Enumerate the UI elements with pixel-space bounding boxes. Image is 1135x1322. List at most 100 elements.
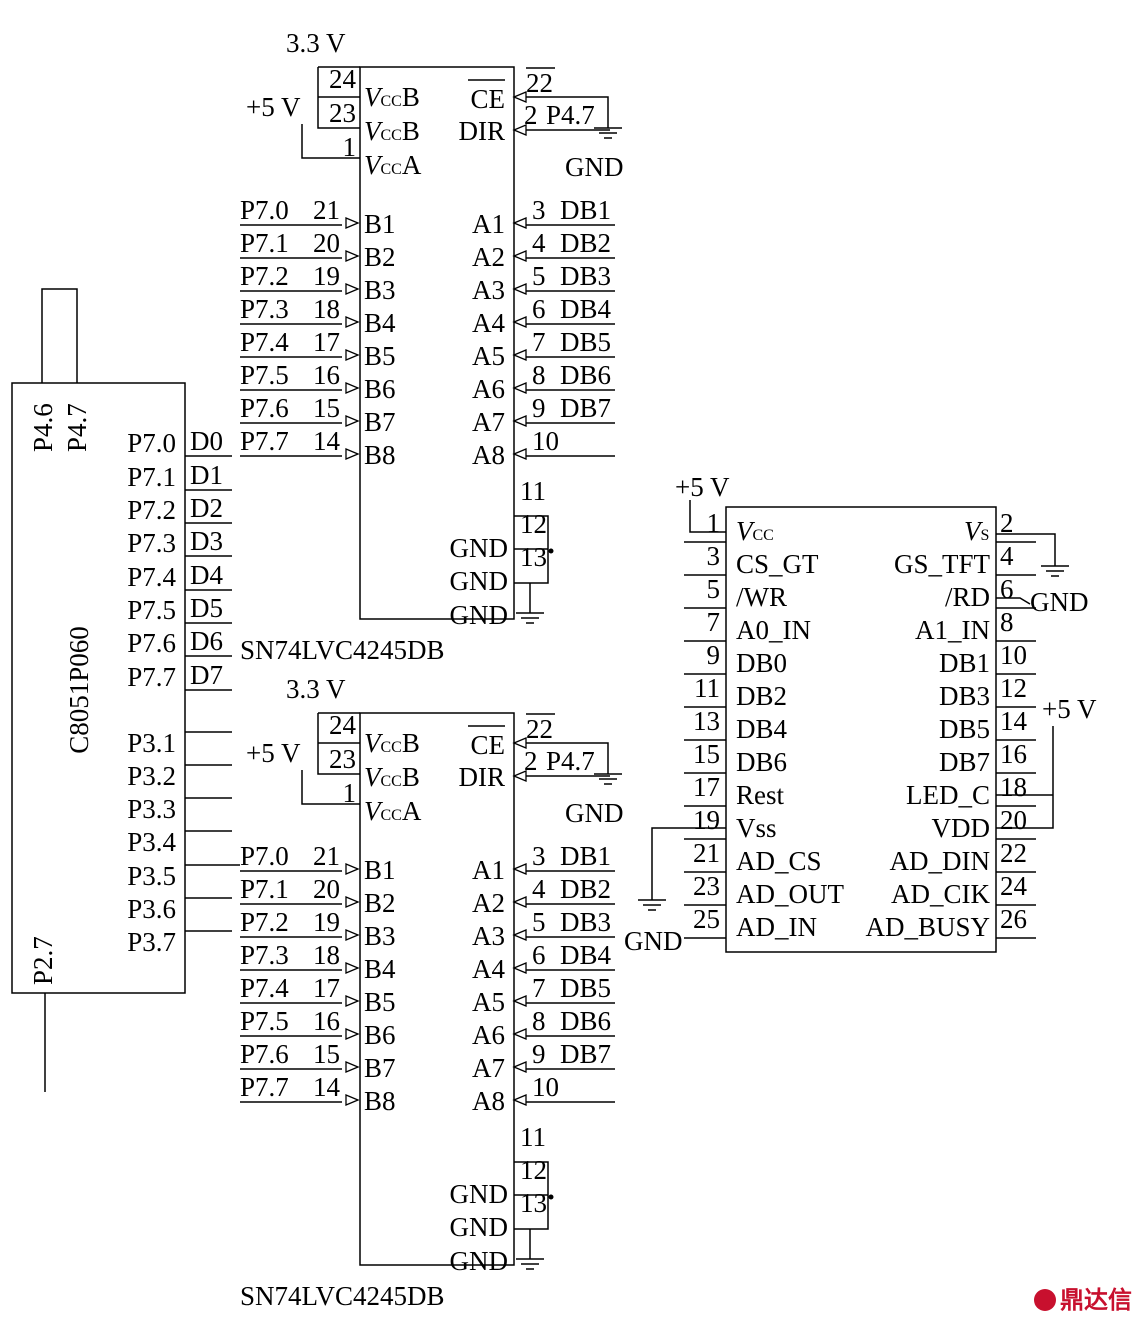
b-pin-label: B2 bbox=[364, 888, 396, 918]
b-pin-label: B6 bbox=[364, 1020, 396, 1050]
lcd-pin-number: 1 bbox=[707, 508, 721, 538]
a-pin-label: A5 bbox=[472, 987, 505, 1017]
p4-loop-wire bbox=[41, 288, 78, 383]
a-pin-label: A6 bbox=[472, 374, 505, 404]
lcd-pin-label: CS_GT bbox=[736, 549, 819, 579]
b-pin-arrow bbox=[345, 1094, 360, 1106]
wire bbox=[996, 726, 1054, 829]
mcu-pin-p2-7: P2.7 bbox=[28, 936, 58, 985]
b-pin-number: 20 bbox=[313, 874, 340, 904]
a-pin-label: A6 bbox=[472, 1020, 505, 1050]
gnd-pin-number: 13 bbox=[520, 542, 547, 572]
vcca-wire bbox=[301, 770, 360, 805]
a-pin-arrow bbox=[512, 250, 527, 262]
a-net-label: DB1 bbox=[560, 841, 611, 871]
lcd-pin-number: 25 bbox=[693, 904, 720, 934]
b-pin-arrow bbox=[345, 863, 360, 875]
ground-symbol bbox=[516, 1258, 544, 1270]
a-pin-arrow bbox=[512, 929, 527, 941]
a-pin-arrow bbox=[512, 995, 527, 1007]
b-pin-label: B2 bbox=[364, 242, 396, 272]
b-pin-arrow bbox=[345, 929, 360, 941]
a-pin-label: A1 bbox=[472, 855, 505, 885]
b-net-label: P7.4 bbox=[240, 973, 289, 1003]
vcc-pin-label: VCCB bbox=[364, 728, 420, 758]
a-pin-number: 6 bbox=[532, 940, 546, 970]
b-pin-number: 16 bbox=[313, 360, 340, 390]
gnd-pin-label: GND bbox=[450, 533, 509, 563]
dir-net-label: P4.7 bbox=[546, 100, 595, 130]
lcd-pin-number: 23 bbox=[693, 871, 720, 901]
ground-symbol bbox=[638, 899, 666, 911]
lcd-pin-number: 7 bbox=[707, 607, 721, 637]
wire bbox=[996, 533, 1056, 566]
b-pin-arrow bbox=[345, 962, 360, 974]
watermark-logo: 鼎达信 bbox=[1034, 1286, 1132, 1314]
b-pin-number: 19 bbox=[313, 907, 340, 937]
mcu-pin-p4-7: P4.7 bbox=[62, 403, 92, 452]
wire bbox=[651, 827, 726, 900]
b-pin-arrow bbox=[345, 896, 360, 908]
lcd-pin-label: DB5 bbox=[939, 714, 990, 744]
data-label-d0: D0 bbox=[190, 426, 223, 456]
mcu-pin-p3-6: P3.6 bbox=[127, 894, 176, 924]
lcd-pin-label: AD_DIN bbox=[890, 846, 991, 876]
watermark-icon bbox=[1034, 1289, 1056, 1311]
supply-5v-label: +5 V bbox=[246, 92, 301, 122]
b-pin-number: 21 bbox=[313, 195, 340, 225]
supply-5v-label: +5 V bbox=[246, 738, 301, 768]
b-pin-number: 18 bbox=[313, 294, 340, 324]
vccb-wire bbox=[317, 67, 360, 129]
a-pin-label: A8 bbox=[472, 440, 505, 470]
a-pin-arrow bbox=[512, 316, 527, 328]
lcd-pin-number: 5 bbox=[707, 574, 721, 604]
b-net-label: P7.0 bbox=[240, 841, 289, 871]
b-net-label: P7.5 bbox=[240, 360, 289, 390]
data-label-d6: D6 bbox=[190, 626, 223, 656]
mcu-name: C8051P060 bbox=[64, 626, 94, 754]
vcc-pin-label: VCCB bbox=[364, 82, 420, 112]
gnd-pin-label: GND bbox=[450, 1246, 509, 1276]
lcd-pin-label: /RD bbox=[945, 582, 990, 612]
a-pin-arrow bbox=[512, 863, 527, 875]
a-pin-arrow bbox=[512, 217, 527, 229]
lcd-pin-number: 13 bbox=[693, 706, 720, 736]
a-pin-number: 6 bbox=[532, 294, 546, 324]
a-pin-number: 8 bbox=[532, 360, 546, 390]
vcca-wire bbox=[301, 124, 360, 159]
a-pin-label: A3 bbox=[472, 275, 505, 305]
b-net-label: P7.2 bbox=[240, 261, 289, 291]
lcd-pin-label: A1_IN bbox=[915, 615, 990, 645]
a-net-label: DB5 bbox=[560, 327, 611, 357]
b-net-label: P7.0 bbox=[240, 195, 289, 225]
lcd-pin-label: /WR bbox=[736, 582, 787, 612]
a-pin-number: 5 bbox=[532, 907, 546, 937]
gnd-pin-number: 13 bbox=[520, 1188, 547, 1218]
data-label-d4: D4 bbox=[190, 560, 223, 590]
vccb-wire bbox=[317, 713, 360, 775]
a-pin-number: 5 bbox=[532, 261, 546, 291]
lcd-pin-label: DB1 bbox=[939, 648, 990, 678]
b-pin-number: 18 bbox=[313, 940, 340, 970]
a-pin-number: 4 bbox=[532, 874, 546, 904]
mcu-pin-p3-5: P3.5 bbox=[127, 861, 176, 891]
b-net-label: P7.3 bbox=[240, 940, 289, 970]
ce-pin-label: CE bbox=[470, 730, 505, 760]
a-net-label: DB4 bbox=[560, 940, 612, 970]
gnd-label: GND bbox=[565, 152, 624, 182]
b-pin-arrow bbox=[345, 1061, 360, 1073]
a-pin-number: 9 bbox=[532, 1039, 546, 1069]
a-net-label: DB1 bbox=[560, 195, 611, 225]
lcd-pin-label: VCC bbox=[736, 516, 774, 546]
lcd-pin-number: 6 bbox=[1000, 574, 1014, 604]
lcd-gnd-left-label: GND bbox=[624, 926, 683, 956]
supply-3v3-label: 3.3 V bbox=[286, 28, 346, 58]
lcd-pin-number: 2 bbox=[1000, 508, 1014, 538]
lcd-pin-number: 21 bbox=[693, 838, 720, 868]
lcd-pin-label: DB6 bbox=[736, 747, 787, 777]
gnd-pin-number: 12 bbox=[520, 509, 547, 539]
gnd-pin-number: 11 bbox=[520, 1122, 546, 1152]
